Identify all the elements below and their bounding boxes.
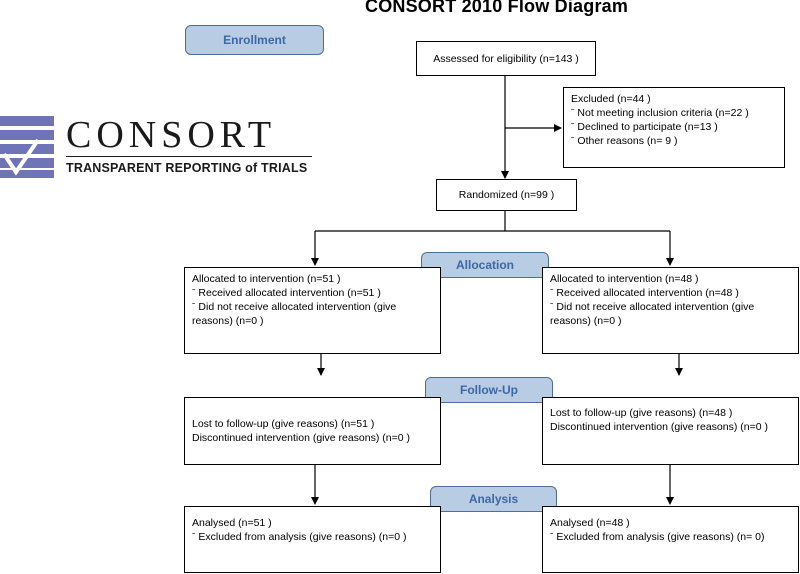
followup-right-discontinued: Discontinued intervention (give reasons)…	[550, 421, 768, 433]
allocation-left-not-received: ˉ Did not receive allocated intervention…	[192, 301, 397, 327]
analysis-right-analysed: Analysed (n=48 )	[550, 517, 630, 529]
stage-enrollment: Enrollment	[185, 25, 324, 55]
allocation-right-box: Allocated to intervention (n=48 ) ˉ Rece…	[542, 267, 799, 354]
randomized-text: Randomized (n=99 )	[458, 189, 555, 201]
consort-logo: CONSORT TRANSPARENT REPORTING of TRIALS	[0, 114, 315, 180]
assessed-text: Assessed for eligibility (n=143 )	[433, 52, 579, 65]
stage-analysis: Analysis	[430, 486, 557, 512]
randomized-box: Randomized (n=99 )	[436, 179, 577, 211]
analysis-right-box: Analysed (n=48 ) ˉ Excluded from analysi…	[542, 506, 799, 573]
analysis-left-analysed: Analysed (n=51 )	[192, 517, 272, 529]
assessed-box: Assessed for eligibility (n=143 )	[416, 41, 596, 76]
consort-logo-mark-icon	[0, 116, 54, 178]
excluded-box: Excluded (n=44 ) ˉ Not meeting inclusion…	[563, 87, 785, 168]
excluded-item: ˉ Declined to participate (n=13 )	[571, 121, 718, 133]
allocation-left-box: Allocated to intervention (n=51 ) ˉ Rece…	[184, 267, 441, 354]
followup-left-box: Lost to follow-up (give reasons) (n=51 )…	[184, 397, 441, 465]
analysis-left-box: Analysed (n=51 ) ˉ Excluded from analysi…	[184, 506, 441, 573]
page-title: CONSORT 2010 Flow Diagram	[365, 0, 629, 16]
allocation-left-heading: Allocated to intervention (n=51 )	[192, 273, 341, 285]
excluded-item: ˉ Other reasons (n= 9 )	[571, 135, 678, 147]
followup-left-discontinued: Discontinued intervention (give reasons)…	[192, 432, 410, 444]
excluded-item: ˉ Not meeting inclusion criteria (n=22 )	[571, 107, 749, 119]
followup-right-box: Lost to follow-up (give reasons) (n=48 )…	[542, 397, 799, 465]
allocation-right-received: ˉ Received allocated intervention (n=48 …	[550, 287, 739, 299]
allocation-left-received: ˉ Received allocated intervention (n=51 …	[192, 287, 381, 299]
consort-logo-word: CONSORT	[66, 114, 277, 156]
allocation-right-not-received: ˉ Did not receive allocated intervention…	[550, 301, 755, 327]
logo-divider	[66, 156, 312, 157]
followup-right-lost: Lost to follow-up (give reasons) (n=48 )	[550, 407, 733, 419]
stage-allocation: Allocation	[421, 252, 549, 278]
allocation-right-heading: Allocated to intervention (n=48 )	[550, 273, 699, 285]
analysis-left-excluded: ˉ Excluded from analysis (give reasons) …	[192, 531, 407, 543]
consort-logo-tagline: TRANSPARENT REPORTING of TRIALS	[66, 161, 308, 175]
followup-left-lost: Lost to follow-up (give reasons) (n=51 )	[192, 418, 375, 430]
excluded-heading: Excluded (n=44 )	[571, 93, 651, 105]
analysis-right-excluded: ˉ Excluded from analysis (give reasons) …	[550, 531, 765, 543]
stage-follow-up: Follow-Up	[425, 377, 553, 403]
